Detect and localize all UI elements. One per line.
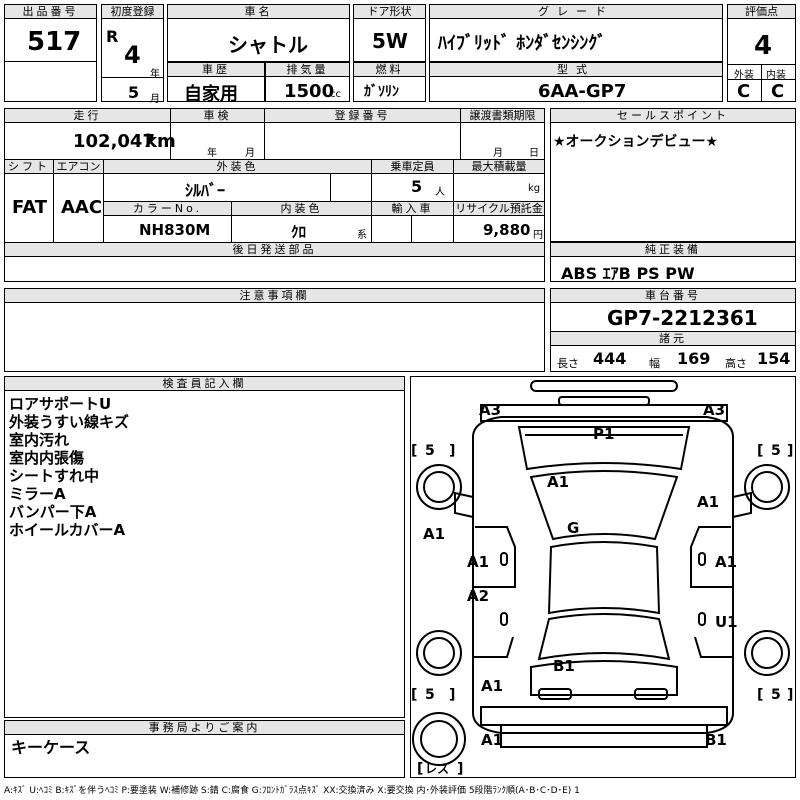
first-reg-era: R: [106, 27, 119, 46]
code-left-side: A1: [423, 525, 445, 543]
code-windshield: P1: [593, 425, 614, 443]
car-diagram: A3 A3 P1 A1 A1 A1 G A1 A1 A2 U1 B1 A1 A1…: [410, 376, 796, 778]
svg-text:[: [: [757, 687, 763, 703]
sales-point: ★オークションデビュー★: [553, 134, 719, 150]
model-code: 6AA-GP7: [538, 81, 627, 102]
svg-text:]: ]: [449, 443, 455, 459]
inspector-note: シートすれ中: [9, 467, 100, 485]
inspector-note: ミラーA: [9, 485, 66, 503]
inspector-box: 検査員記入欄 ロアサポートU 外装うすい線キズ 室内汚れ 室内内張傷 シートすれ…: [4, 376, 405, 718]
interior-score: C: [771, 81, 785, 102]
inspector-note: 外装うすい線キズ: [9, 413, 130, 431]
code-rear-door-left: A2: [467, 587, 489, 605]
inspector-note: 室内汚れ: [9, 431, 70, 449]
fuel-box: 燃料 ｶﾞｿﾘﾝ: [353, 62, 426, 102]
first-reg-year: 4: [124, 41, 141, 69]
recycle-fee: 9,880: [483, 221, 531, 239]
fuel: ｶﾞｿﾘﾝ: [364, 84, 399, 100]
code-hood: A1: [547, 473, 569, 491]
equipment-box: 純正装備 ABS ｴｱB PS PW: [550, 242, 796, 283]
svg-text:[: [: [417, 761, 423, 777]
inspector-note: バンパー下A: [9, 503, 97, 521]
code-rear-bumper-right: B1: [705, 731, 727, 749]
first-reg-label: 初度登録: [102, 5, 163, 19]
score-box: 評価点 4 外装 内装 C C: [727, 4, 796, 102]
lot-label: 出品番号: [5, 5, 96, 19]
code-rear-bumper-left: A1: [481, 731, 503, 749]
capacity: 5: [411, 177, 423, 196]
code-front-door-right: A1: [715, 553, 737, 571]
spec-length: 444: [593, 349, 627, 368]
inspector-note: ホイールカバーA: [9, 521, 126, 539]
chassis-box: 車台番号 GP7-2212361 諸元 長さ 444 幅 169 高さ 154: [550, 288, 796, 372]
tire-fr: 5: [771, 443, 781, 459]
code-trunk: B1: [553, 657, 575, 675]
lot-box: 出品番号 517: [4, 4, 97, 102]
first-registration-box: 初度登録 R 4 年 5 月: [101, 4, 164, 105]
details-box: 走行 車検 登録番号 譲渡書類期限 102,047 km 年 月 月 日 シフト…: [4, 108, 545, 243]
svg-text:[: [: [411, 443, 417, 459]
air-conditioner: AAC: [61, 197, 103, 218]
spec-width: 169: [677, 349, 711, 368]
svg-text:[: [: [757, 443, 763, 459]
legend: A:ｷｽﾞ U:ﾍｺﾐ B:ｷｽﾞを伴うﾍｺﾐ P:要塗装 W:補修跡 S:錆 …: [4, 786, 580, 796]
svg-text:]: ]: [787, 687, 793, 703]
code-front-right: A3: [703, 401, 725, 419]
overall-score: 4: [754, 31, 773, 61]
displacement-box: 排気量 1500 cc: [265, 62, 350, 102]
code-rear-fender-left: A1: [481, 677, 503, 695]
spec-height: 154: [757, 349, 791, 368]
grade-box: グレード ﾊｲﾌﾞﾘｯﾄﾞ ﾎﾝﾀﾞｾﾝｼﾝｸﾞ: [429, 4, 723, 62]
later-parts-box: 後日発送部品: [4, 242, 545, 282]
svg-text:]: ]: [457, 761, 463, 777]
first-reg-month: 5: [128, 83, 140, 102]
code-front-fender-right: A1: [697, 493, 719, 511]
svg-text:]: ]: [449, 687, 455, 703]
sales-point-box: セールスポイント ★オークションデビュー★: [550, 108, 796, 242]
caution-box: 注意事項欄: [4, 288, 545, 372]
door-box: ドア形状 5W: [353, 4, 426, 62]
equipment: ABS ｴｱB PS PW: [561, 264, 695, 283]
exterior-color: ｼﾙﾊﾞｰ: [185, 181, 226, 200]
inspector-note: ロアサポートU: [9, 395, 112, 413]
car-history: 自家用: [184, 84, 238, 105]
tire-rr: 5: [771, 687, 781, 703]
office-note: キーケース: [11, 738, 91, 757]
interior-color: ｸﾛ: [291, 223, 307, 241]
code-rear-door-right: U1: [715, 613, 738, 631]
exterior-score: C: [737, 81, 751, 102]
history-box: 車歴 自家用: [167, 62, 265, 105]
code-front-left: A3: [479, 401, 501, 419]
mileage: 102,047: [73, 131, 155, 152]
car-name-box: 車名 シャトル: [167, 4, 350, 62]
model-box: 型式 6AA-GP7: [429, 62, 723, 102]
shift: FAT: [12, 197, 48, 218]
chassis-number: GP7-2212361: [607, 306, 758, 330]
office-box: 事務局よりご案内 キーケース: [4, 720, 405, 778]
car-diagram-svg: A3 A3 P1 A1 A1 A1 G A1 A1 A2 U1 B1 A1 A1…: [411, 380, 793, 777]
grade: ﾊｲﾌﾞﾘｯﾄﾞ ﾎﾝﾀﾞｾﾝｼﾝｸﾞ: [438, 33, 607, 54]
tire-rl: 5: [425, 687, 435, 703]
inspector-note: 室内内張傷: [9, 449, 85, 467]
svg-text:[: [: [411, 687, 417, 703]
spare-tire: レス: [425, 762, 449, 776]
code-front-door-left: A1: [467, 553, 489, 571]
door-type: 5W: [372, 29, 408, 53]
tire-fl: 5: [425, 443, 435, 459]
color-number: NH830M: [139, 221, 211, 239]
displacement: 1500: [284, 81, 335, 102]
lot-number: 517: [27, 27, 82, 57]
svg-text:]: ]: [787, 443, 793, 459]
code-roof: G: [567, 519, 579, 537]
car-name: シャトル: [228, 33, 308, 57]
